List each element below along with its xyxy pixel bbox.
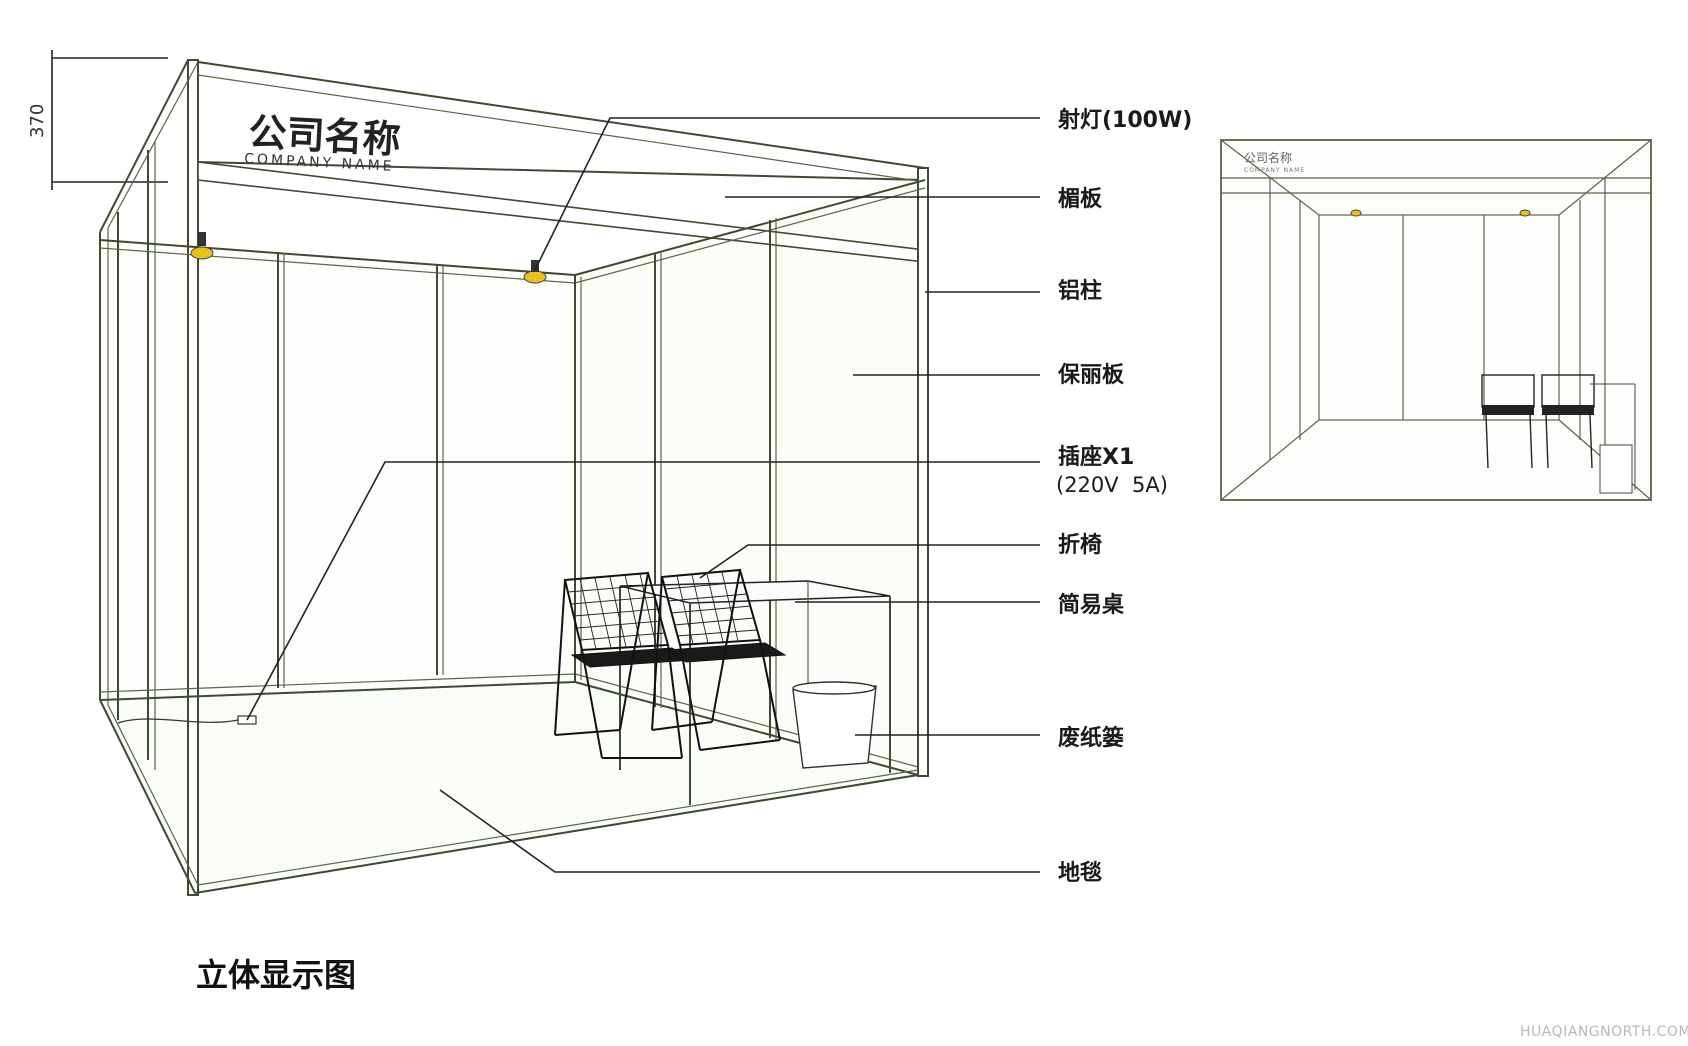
callout-wastebasket: 废纸篓: [1058, 725, 1124, 751]
callout-carpet: 地毯: [1058, 860, 1102, 886]
thumb-company-name-cn: 公司名称: [1244, 150, 1292, 165]
spotlight-left: [190, 232, 214, 260]
callout-panel: 保丽板: [1057, 363, 1125, 388]
dimension-label: 370: [27, 104, 48, 138]
height-dimension: 370: [27, 50, 168, 190]
post-right-front: [917, 167, 929, 777]
post-left-front: [187, 59, 199, 896]
callout-socket: 插座X1: [1058, 444, 1134, 470]
fascia-company-name-cn: 公司名称: [248, 110, 402, 162]
callout-simple-table: 简易桌: [1058, 592, 1125, 618]
folding-chair-1: [554, 571, 694, 759]
main-booth: 公司名称 COMPANY NAME: [98, 59, 929, 896]
callout-socket-spec: (220V 5A): [1056, 473, 1168, 497]
callout-folding-chair: 折椅: [1058, 533, 1102, 558]
callout-labels: 射灯(100W) 楣板 铝柱 保丽板 插座X1 (220V 5A) 折椅 简易桌…: [1056, 107, 1192, 886]
back-wall: [100, 238, 575, 700]
leader-lines: [246, 117, 1040, 873]
callout-aluminum-post: 铝柱: [1058, 278, 1102, 304]
callout-spotlight: 射灯(100W): [1057, 107, 1192, 133]
thumb-spotlight-left: [1350, 209, 1362, 217]
thumb-spotlight-right: [1519, 209, 1531, 217]
fascia-company-name-en: COMPANY NAME: [244, 151, 395, 175]
spotlight-right: [523, 260, 547, 284]
diagram-caption: 立体显示图: [196, 956, 356, 994]
callout-fascia: 楣板: [1058, 187, 1103, 212]
thumb-chairs: [1481, 374, 1636, 494]
watermark: HUAQIANGNORTH.COM: [1520, 1024, 1688, 1040]
front-view-thumbnail: 公司名称 COMPANY NAME: [1220, 139, 1652, 501]
wastebasket: [792, 681, 877, 769]
thumb-company-name-en: COMPANY NAME: [1244, 167, 1305, 174]
folding-chair-2: [651, 568, 787, 751]
simple-table: [619, 580, 891, 805]
